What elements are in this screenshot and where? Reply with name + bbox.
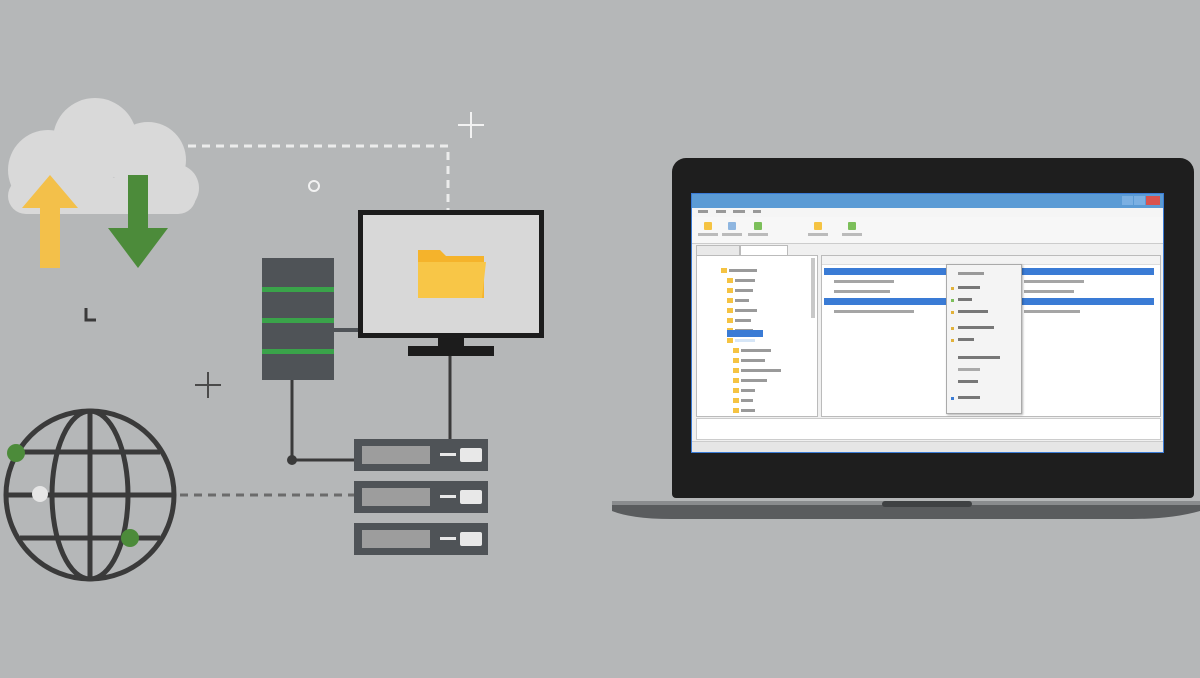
context-menu-item[interactable]	[951, 271, 984, 277]
list-row[interactable]	[824, 278, 1154, 285]
context-menu	[946, 264, 1022, 414]
laptop-base	[612, 501, 1200, 519]
folder-icon	[814, 222, 822, 230]
tab-1[interactable]	[696, 245, 740, 255]
context-menu-item[interactable]	[951, 367, 980, 373]
server-tower-icon	[262, 258, 334, 380]
context-menu-item[interactable]	[951, 285, 980, 291]
dot-icon	[308, 180, 320, 192]
tree-item[interactable]	[727, 280, 753, 293]
tree-item[interactable]	[727, 310, 751, 323]
context-menu-item[interactable]	[951, 309, 988, 315]
detail-panel	[696, 418, 1161, 440]
list-row[interactable]	[824, 288, 1154, 295]
context-menu-item[interactable]	[951, 297, 972, 303]
tree-item[interactable]	[727, 290, 749, 303]
file-list	[821, 255, 1161, 417]
tree-item[interactable]	[733, 370, 767, 383]
context-menu-item[interactable]	[951, 337, 974, 343]
folder-tree	[696, 255, 818, 417]
tree-item-selected[interactable]	[727, 330, 763, 343]
rack-server-icon	[354, 481, 488, 513]
status-bar	[692, 441, 1163, 452]
toolbar-button[interactable]	[698, 220, 718, 240]
list-row[interactable]	[824, 308, 1154, 315]
globe-node-icon	[121, 529, 139, 547]
tree-scrollbar[interactable]	[811, 258, 815, 318]
close-button[interactable]	[1146, 196, 1160, 205]
toolbar-button[interactable]	[748, 220, 768, 240]
tree-item[interactable]	[733, 340, 771, 353]
tree-item[interactable]	[721, 260, 757, 273]
toolbar-button[interactable]	[808, 220, 828, 240]
rack-server-icon	[354, 523, 488, 555]
context-menu-item[interactable]	[951, 379, 978, 385]
toolbar	[692, 217, 1163, 244]
tab-strip	[692, 244, 1163, 255]
monitor-icon	[358, 210, 544, 356]
upload-arrow-icon	[22, 175, 78, 268]
tree-item[interactable]	[733, 400, 755, 413]
rack-server-icon	[354, 439, 488, 471]
app-window	[691, 193, 1164, 453]
context-menu-item[interactable]	[951, 325, 994, 331]
maximize-button[interactable]	[1134, 196, 1145, 205]
tree-item[interactable]	[727, 320, 753, 333]
tree-item[interactable]	[727, 300, 757, 313]
globe-icon	[3, 408, 177, 582]
tree-item[interactable]	[733, 360, 781, 373]
context-menu-item[interactable]	[951, 355, 1000, 361]
tree-item[interactable]	[733, 350, 765, 363]
download-arrow-icon	[108, 175, 168, 268]
tab-2[interactable]	[740, 245, 788, 255]
sparkle-icon	[458, 112, 484, 138]
cloud-to-monitor-link	[160, 144, 450, 210]
folder-icon	[418, 250, 486, 298]
check-icon	[848, 222, 856, 230]
globe-node-icon	[32, 486, 48, 502]
folder-icon	[704, 222, 712, 230]
window-titlebar	[692, 194, 1163, 208]
edit-icon	[728, 222, 736, 230]
tree-item[interactable]	[733, 390, 753, 403]
check-icon	[754, 222, 762, 230]
tree-item[interactable]	[727, 270, 755, 283]
menu-bar	[692, 208, 1163, 217]
minimize-button[interactable]	[1122, 196, 1133, 205]
tree-item[interactable]	[733, 380, 755, 393]
toolbar-button[interactable]	[842, 220, 862, 240]
toolbar-button[interactable]	[722, 220, 742, 240]
sparkle-icon	[195, 372, 221, 398]
context-menu-item[interactable]	[951, 395, 980, 401]
globe-node-icon	[7, 444, 25, 462]
corner-mark-icon	[84, 308, 96, 322]
